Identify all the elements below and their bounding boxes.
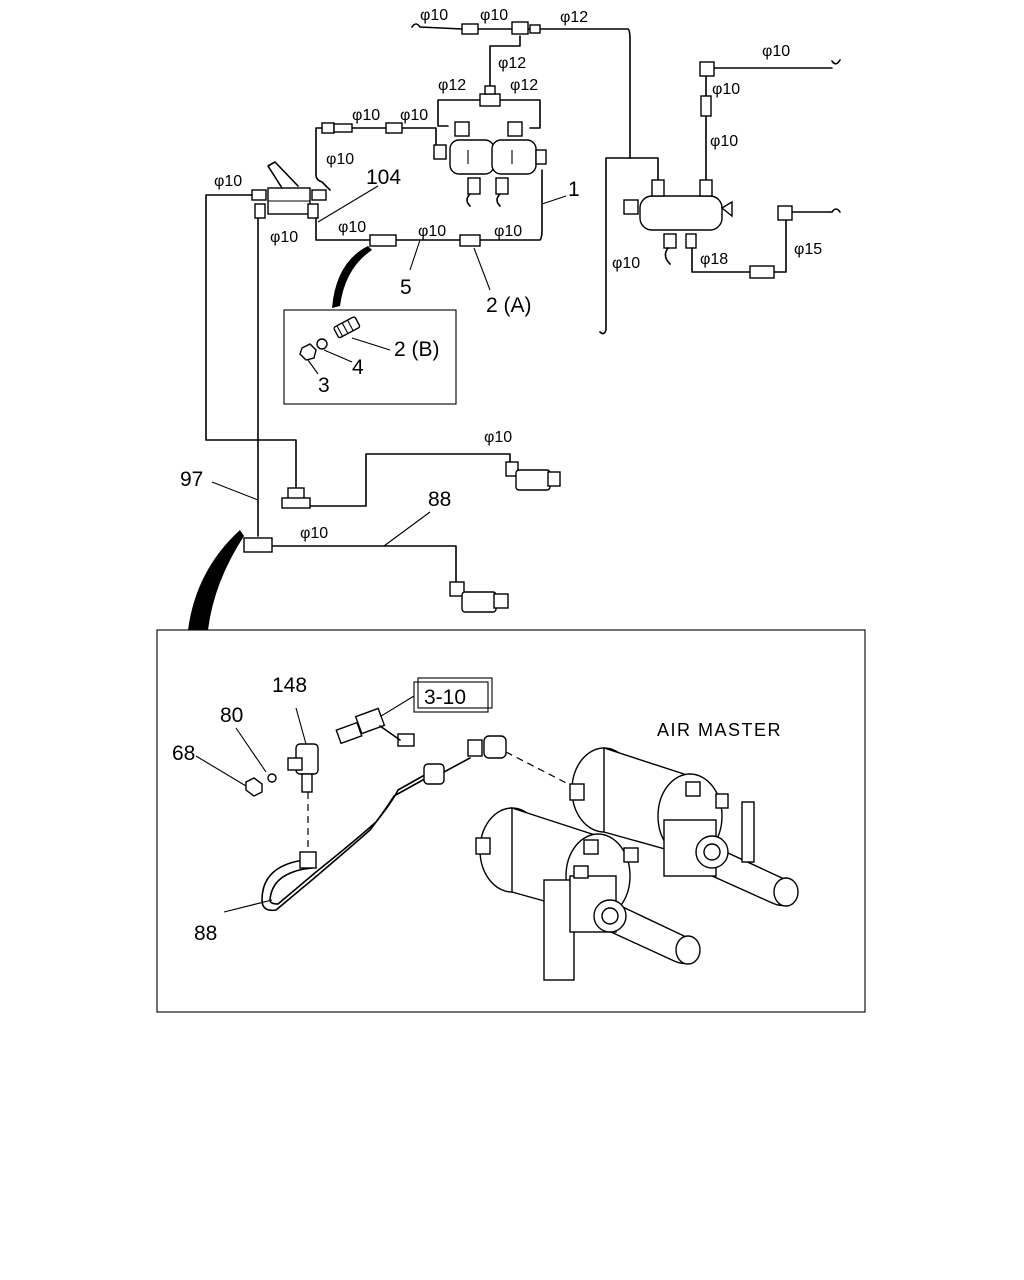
callout-1: 1 [568,178,580,201]
dia-tank-15: φ15 [794,241,822,258]
dia-manifold-12-left: φ12 [438,77,466,94]
dia-left-vertical-10: φ10 [326,151,354,168]
callout-4: 4 [352,356,364,379]
dia-tank-right-10-a: φ10 [712,81,740,98]
dia-top-left-b: φ10 [480,7,508,24]
ref-box-label: 3-10 [424,686,466,709]
callout-68: 68 [172,742,195,765]
dia-manifold-12-right: φ12 [510,77,538,94]
callout-88-top: 88 [428,488,451,511]
part-callouts: 104 1 5 2 (A) 2 (B) 4 3 97 88 148 80 68 … [172,166,782,945]
dia-top-left-a: φ10 [420,7,448,24]
reservoir-tank-assembly [599,59,841,335]
dia-valve-below-10: φ10 [270,229,298,246]
air-master-detail-panel [156,629,866,1013]
upper-piping-schematic [205,21,631,537]
dia-lower-10-c: φ10 [494,223,522,240]
dia-upper-10-a: φ10 [352,107,380,124]
dia-lower-10-a: φ10 [338,219,366,236]
dia-tank-18: φ18 [700,251,728,268]
dia-top-right-12: φ12 [560,9,588,26]
dia-tank-right-10-b: φ10 [710,133,738,150]
callout-97: 97 [180,468,203,491]
callout-148: 148 [272,674,307,697]
callout-2b: 2 (B) [394,338,440,361]
dia-tee-12: φ12 [498,55,526,72]
air-master-caption: AIR MASTER [657,720,782,740]
dia-bottom-10: φ10 [300,525,328,542]
fitting-detail-box [283,309,457,405]
dia-tank-right-10-top: φ10 [762,43,790,60]
dia-lower-10-b: φ10 [418,223,446,240]
dia-mid-right-10: φ10 [484,429,512,446]
dia-tank-down-10: φ10 [612,255,640,272]
cylinder-lines [188,453,561,630]
dia-upper-10-b: φ10 [400,107,428,124]
callout-5: 5 [400,276,412,299]
callout-80: 80 [220,704,243,727]
callout-3: 3 [318,374,330,397]
callout-88-bottom: 88 [194,922,217,945]
dia-valve-left-10: φ10 [214,173,242,190]
callout-2a: 2 (A) [486,294,532,317]
pipe-diameter-labels: φ10 φ10 φ12 φ12 φ12 φ12 φ10 φ10 φ10 φ10 … [214,7,822,542]
callout-104: 104 [366,166,401,189]
